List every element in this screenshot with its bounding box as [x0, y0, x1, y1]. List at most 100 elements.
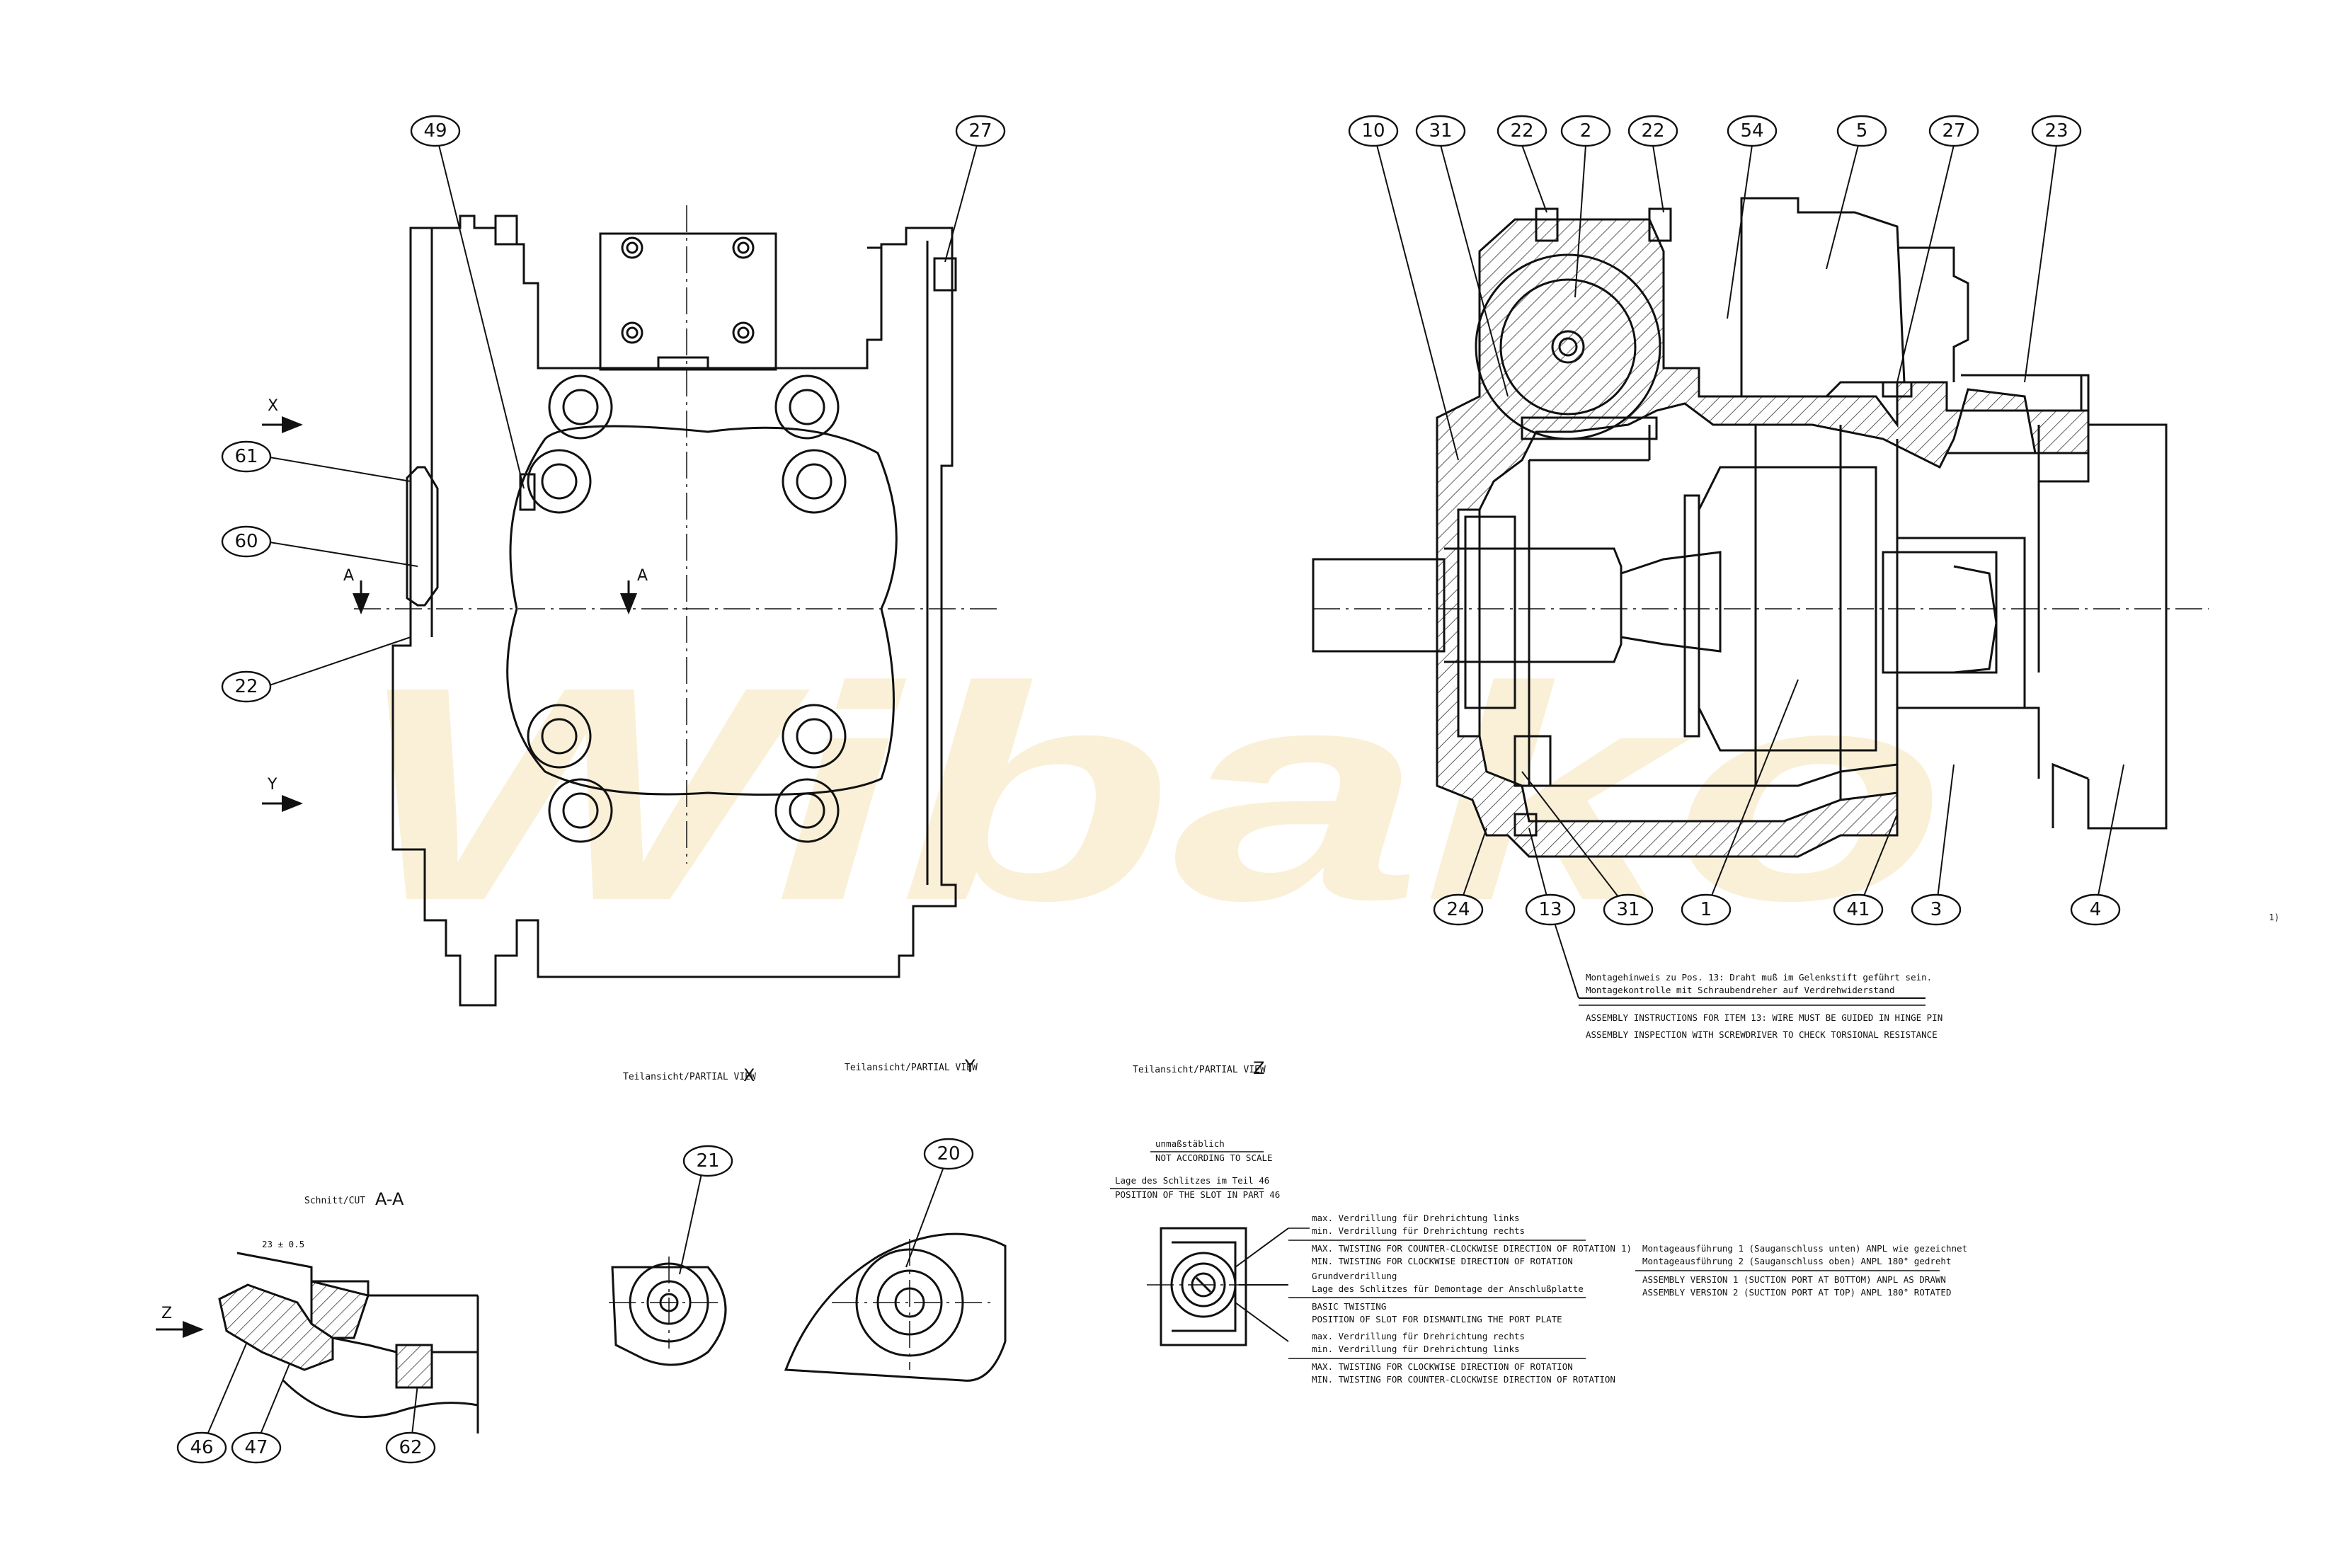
svg-text:27: 27: [968, 120, 992, 142]
svg-text:1): 1): [2269, 912, 2279, 922]
callout-41: 41: [1833, 893, 1884, 926]
svg-text:46: 46: [190, 1437, 213, 1458]
callout-20: 20: [923, 1138, 974, 1170]
svg-text:61: 61: [234, 446, 258, 467]
svg-text:Z: Z: [161, 1305, 172, 1322]
callout-31: 31: [1415, 115, 1466, 147]
svg-text:POSITION OF SLOT FOR DISMANTLI: POSITION OF SLOT FOR DISMANTLING THE POR…: [1312, 1314, 1562, 1324]
svg-text:Lage des Schlitzes im Teil 46: Lage des Schlitzes im Teil 46: [1115, 1175, 1269, 1186]
svg-text:unmaßstäblich: unmaßstäblich: [1155, 1138, 1225, 1149]
svg-text:NOT ACCORDING TO SCALE: NOT ACCORDING TO SCALE: [1155, 1152, 1273, 1163]
callout-31: 31: [1603, 893, 1654, 926]
svg-text:60: 60: [234, 531, 258, 552]
svg-text:X: X: [268, 397, 278, 415]
partial-view-x: [609, 1257, 727, 1366]
callout-60: 60: [221, 525, 272, 558]
callout-5: 5: [1836, 115, 1887, 147]
callout-2: 2: [1560, 115, 1611, 147]
svg-text:23 ± 0.5: 23 ± 0.5: [262, 1239, 304, 1249]
callout-21: 21: [682, 1145, 733, 1177]
callout-22: 22: [1627, 115, 1678, 147]
callout-22: 22: [221, 670, 272, 703]
assembly-note: Montagehinweis zu Pos. 13: Draht muß im …: [1579, 972, 1942, 1040]
partial-view-y: [784, 1232, 1007, 1382]
svg-text:22: 22: [1510, 120, 1533, 142]
svg-text:54: 54: [1740, 120, 1763, 142]
svg-text:MIN. TWISTING FOR CLOCKWISE DI: MIN. TWISTING FOR CLOCKWISE DIRECTION OF…: [1312, 1256, 1573, 1266]
svg-text:MAX. TWISTING FOR CLOCKWISE DI: MAX. TWISTING FOR CLOCKWISE DIRECTION OF…: [1312, 1361, 1573, 1372]
svg-text:BASIC TWISTING: BASIC TWISTING: [1312, 1301, 1386, 1312]
section-view: [1312, 197, 2209, 858]
partial-view-y-caption: Teilansicht/PARTIAL VIEW Y: [845, 1056, 978, 1076]
svg-text:Montagekontrolle mit Schrauben: Montagekontrolle mit Schraubendreher auf…: [1586, 985, 1895, 995]
section-aa: Z 23 ± 0.5: [156, 1239, 479, 1433]
svg-text:ASSEMBLY INSTRUCTIONS FOR ITEM: ASSEMBLY INSTRUCTIONS FOR ITEM 13: WIRE …: [1586, 1012, 1942, 1023]
svg-text:MIN. TWISTING FOR COUNTER-CLOC: MIN. TWISTING FOR COUNTER-CLOCKWISE DIRE…: [1312, 1374, 1615, 1385]
partial-view-z-caption: Teilansicht/PARTIAL VIEW Z: [1133, 1058, 1266, 1078]
svg-text:Teilansicht/PARTIAL VIEW: Teilansicht/PARTIAL VIEW: [845, 1063, 978, 1073]
svg-text:22: 22: [234, 676, 258, 697]
callout-1: 1: [1681, 893, 1732, 926]
svg-text:20: 20: [937, 1143, 960, 1164]
svg-text:13: 13: [1538, 899, 1562, 920]
svg-text:1: 1: [1700, 899, 1712, 920]
svg-text:Schnitt/CUT: Schnitt/CUT: [304, 1196, 365, 1206]
svg-text:POSITION OF THE SLOT IN PART 4: POSITION OF THE SLOT IN PART 46: [1115, 1189, 1280, 1200]
callout-23: 23: [2031, 115, 2082, 147]
svg-text:41: 41: [1846, 899, 1870, 920]
twist-note-mid: Grundverdrillung Lage des Schlitzes für …: [1288, 1271, 1586, 1324]
svg-text:31: 31: [1616, 899, 1640, 920]
callout-4: 4: [2070, 893, 2121, 926]
callout-10: 10: [1348, 115, 1399, 147]
svg-text:Lage des Schlitzes für Demonta: Lage des Schlitzes für Demontage der Ans…: [1312, 1283, 1584, 1294]
bolt-holes: [527, 374, 847, 843]
callout-46: 46: [176, 1431, 227, 1464]
callout-24: 24: [1433, 893, 1484, 926]
svg-text:MAX. TWISTING FOR COUNTER-CLOC: MAX. TWISTING FOR COUNTER-CLOCKWISE DIRE…: [1312, 1243, 1615, 1254]
svg-text:10: 10: [1361, 120, 1385, 142]
svg-text:max. Verdrillung für Drehricht: max. Verdrillung für Drehrichtung rechts: [1312, 1331, 1525, 1341]
svg-text:A: A: [637, 567, 648, 585]
partial-view-x-caption: Teilansicht/PARTIAL VIEW X: [623, 1065, 756, 1085]
svg-text:22: 22: [1641, 120, 1664, 142]
callout-3: 3: [1911, 893, 1962, 926]
callout-22: 22: [1497, 115, 1547, 147]
svg-text:Montageausführung 2 (Saugansch: Montageausführung 2 (Sauganschluss oben)…: [1642, 1256, 1952, 1266]
section-aa-caption: Schnitt/CUT A-A: [304, 1189, 404, 1209]
svg-text:ASSEMBLY INSPECTION WITH SCREW: ASSEMBLY INSPECTION WITH SCREWDRIVER TO …: [1586, 1029, 1938, 1040]
callout-27: 27: [955, 115, 1006, 147]
callout-47: 47: [231, 1431, 282, 1464]
twist-note-bottom: max. Verdrillung für Drehrichtung rechts…: [1288, 1331, 1615, 1385]
callout-61: 61: [221, 440, 272, 473]
callout-62: 62: [385, 1431, 436, 1464]
version-note: 1) Montageausführung 1 (Sauganschluss un…: [1621, 1243, 1967, 1298]
svg-text:min. Verdrillung für Drehricht: min. Verdrillung für Drehrichtung links: [1312, 1344, 1520, 1354]
view-markers-left: X Y A A: [262, 397, 648, 812]
svg-text:5: 5: [1856, 120, 1868, 142]
svg-text:Z: Z: [1253, 1058, 1264, 1078]
svg-text:3: 3: [1930, 899, 1942, 920]
svg-text:A-A: A-A: [375, 1189, 404, 1209]
twist-note-top: max. Verdrillung für Drehrichtung links …: [1288, 1213, 1615, 1266]
svg-text:47: 47: [244, 1437, 268, 1458]
svg-text:Grundverdrillung: Grundverdrillung: [1312, 1271, 1397, 1281]
svg-text:A: A: [343, 567, 354, 585]
watermark: Wibako: [354, 624, 1947, 964]
svg-text:24: 24: [1446, 899, 1470, 920]
svg-text:21: 21: [696, 1150, 719, 1172]
svg-text:Teilansicht/PARTIAL VIEW: Teilansicht/PARTIAL VIEW: [623, 1072, 756, 1082]
svg-text:X: X: [743, 1065, 755, 1085]
svg-text:Teilansicht/PARTIAL VIEW: Teilansicht/PARTIAL VIEW: [1133, 1065, 1266, 1075]
svg-text:ASSEMBLY VERSION 1 (SUCTION PO: ASSEMBLY VERSION 1 (SUCTION PORT AT BOTT…: [1642, 1274, 1946, 1285]
callout-13: 13: [1525, 893, 1576, 926]
svg-text:49: 49: [423, 120, 447, 142]
svg-text:23: 23: [2044, 120, 2068, 142]
top-view: [354, 205, 998, 1007]
svg-text:1): 1): [1621, 1243, 1632, 1254]
svg-text:31: 31: [1429, 120, 1452, 142]
svg-text:min. Verdrillung für Drehricht: min. Verdrillung für Drehrichtung rechts: [1312, 1225, 1525, 1236]
svg-text:Y: Y: [964, 1056, 975, 1076]
svg-text:max. Verdrillung für Drehricht: max. Verdrillung für Drehrichtung links: [1312, 1213, 1520, 1223]
svg-text:Montagehinweis zu Pos. 13: Dra: Montagehinweis zu Pos. 13: Draht muß im …: [1586, 972, 1932, 983]
